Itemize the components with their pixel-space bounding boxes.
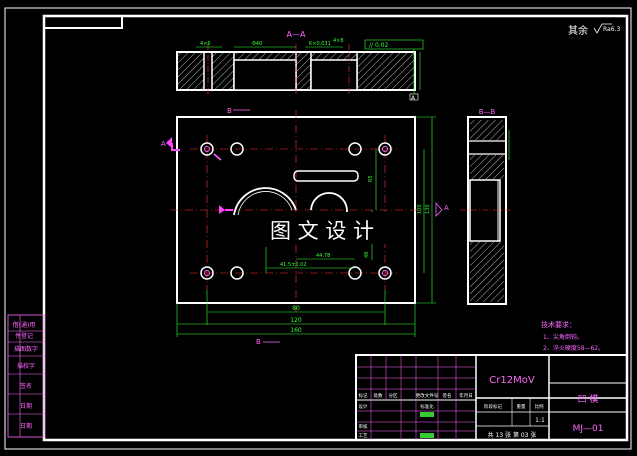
dim-160: 160	[290, 327, 302, 334]
cut-b-bottom: B	[256, 338, 261, 346]
tb-row-label: 审核	[359, 423, 368, 430]
dim-v3: 130	[425, 204, 431, 214]
strip-label: 日期	[20, 422, 32, 430]
tb-stage-label: 重量	[517, 403, 526, 410]
hole	[348, 142, 362, 156]
strip-label: 件登记	[15, 332, 33, 340]
tech-note-2: 2、淬火硬度58—62。	[543, 344, 604, 352]
section-bb-label: B—B	[479, 108, 496, 116]
material: Cr12MoV	[489, 375, 535, 386]
tb-row-label: 工艺	[359, 433, 368, 439]
tb-col-label: 更改文件号	[416, 392, 439, 399]
tb-mid-label: 标准化	[420, 403, 434, 410]
tech-note-1: 1、尖角倒钝。	[543, 333, 583, 341]
tb-col-label: 处数	[374, 392, 383, 399]
dim-top-4: 4×8	[333, 38, 344, 44]
hole	[382, 270, 388, 276]
hole	[204, 146, 210, 152]
dim-80: 80	[292, 305, 300, 312]
tb-stage-label: 比例	[535, 403, 544, 410]
dim-top-1: 4×6	[200, 41, 211, 47]
section-aa-label: A—A	[287, 30, 306, 39]
drawing-border	[42, 14, 629, 442]
cut-a-left: A	[161, 140, 166, 148]
sheet-frame	[4, 7, 632, 450]
dim-41-5: 41.5±0.02	[280, 262, 306, 268]
hole	[378, 142, 392, 156]
tb-col-label: 标记	[359, 392, 368, 399]
strip-label: 借(通)用	[13, 321, 36, 329]
cut-a-right: A	[444, 204, 449, 212]
dim-top-2: Φ40	[252, 41, 262, 47]
scale: 1:1	[535, 417, 545, 424]
watermark-box	[251, 212, 391, 244]
part-name: 凹 模	[578, 394, 599, 405]
tb-col-label: 年月日	[459, 392, 473, 399]
tb-stage-label: 阶段标记	[484, 403, 502, 410]
strip-label: 描校字	[17, 362, 35, 370]
tb-col-label: 签名	[443, 392, 452, 399]
hole	[382, 146, 388, 152]
sheet-count: 共 13 张 第 03 张	[488, 431, 537, 439]
surface-finish-label: 其余	[568, 24, 588, 37]
surface-finish-value: Ra6.3	[603, 26, 620, 33]
strip-label: 日期	[20, 402, 32, 410]
tb-col-label: 分区	[389, 392, 398, 399]
dim-v2: 100	[417, 204, 423, 214]
hole	[378, 266, 392, 280]
hole	[200, 266, 214, 280]
cut-b-top: B	[227, 107, 232, 115]
tech-notes-title: 技术要求：	[541, 320, 576, 329]
code-box	[43, 15, 123, 29]
plan-view: A A B B 80 120 160 41.5±0.02 44.78 R5 48…	[161, 107, 449, 346]
hole	[348, 266, 362, 280]
hole	[230, 142, 244, 156]
left-strip: 借(通)用 件登记 描图数字 描校字 签名 日期 日期	[7, 314, 45, 438]
hole	[230, 266, 244, 280]
section-aa-view: A—A 4×6 Φ40 K×0.031 4×8 // 0.02	[176, 30, 424, 102]
section-bb-view: B—B	[460, 108, 512, 305]
dim-120: 120	[290, 317, 302, 324]
dim-v1: R5	[368, 175, 374, 182]
hole	[200, 142, 214, 156]
title-block: 标记 处数 分区 更改文件号 签名 年月日 设计 审核 工艺 标准化 批准 Cr…	[355, 354, 628, 441]
strip-label: 描图数字	[14, 345, 38, 353]
strip-label: 签名	[20, 382, 32, 390]
watermark: 图 文 设 计	[270, 219, 374, 243]
dim-top-3: K×0.031	[309, 41, 331, 47]
hole	[204, 270, 210, 276]
tb-row-label: 设计	[359, 403, 368, 410]
dim-v4: 48	[364, 252, 370, 258]
surface-finish-note: 其余 Ra6.3	[568, 23, 620, 37]
flatness-tolerance: // 0.02	[369, 42, 388, 49]
datum-label: A	[411, 95, 416, 102]
dim-44-78: 44.78	[316, 253, 330, 259]
tech-notes: 技术要求： 1、尖角倒钝。 2、淬火硬度58—62。	[541, 320, 604, 352]
drawing-number: MJ—01	[573, 424, 604, 434]
